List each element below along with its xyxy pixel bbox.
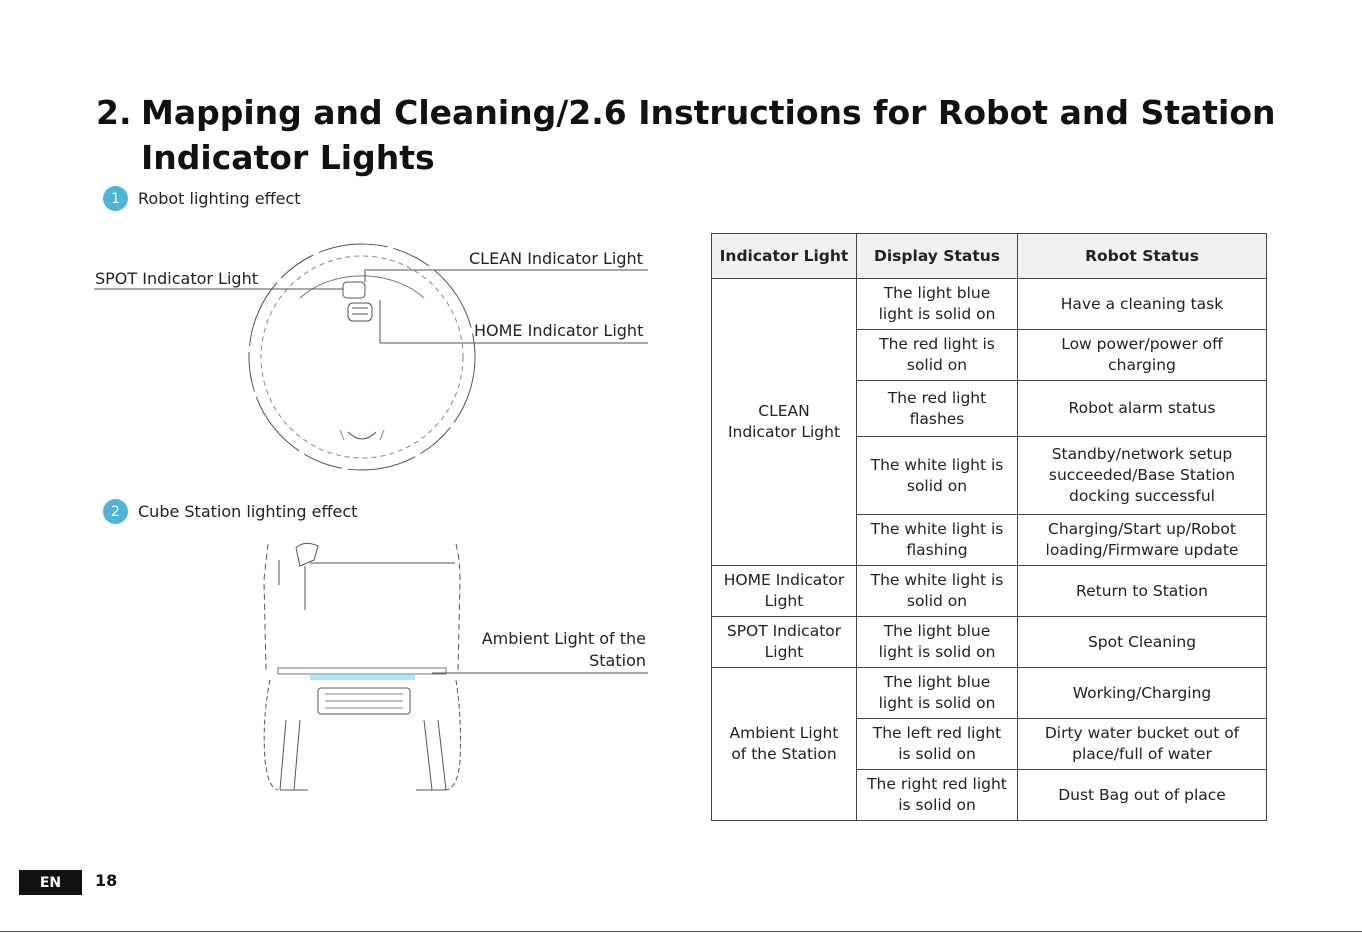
display-status-cell: The light blue light is solid on [856,278,1018,330]
display-status-cell: The light blue light is solid on [856,616,1018,668]
callout-ambient-light: Ambient Light of the Station [450,628,646,672]
callout-ambient-line-2: Station [589,651,646,670]
table-row: The left red light is solid on Dirty wat… [712,718,1267,770]
callout-spot-indicator: SPOT Indicator Light [95,269,258,288]
table-row: Ambient Light of the Station The light b… [711,667,1267,821]
display-status-cell: The white light is solid on [856,565,1018,617]
cube-station-icon [263,542,461,791]
station-leader-lines [310,562,648,674]
title-line-1: Mapping and Cleaning/2.6 Instructions fo… [141,93,1276,132]
robot-status-cell: Dirty water bucket out of place/full of … [1017,718,1267,770]
table-row: SPOT Indicator Light The light blue ligh… [711,616,1267,668]
robot-status-cell: Return to Station [1017,565,1267,617]
display-status-cell: The right red light is solid on [856,769,1018,821]
section-heading-robot: 1 Robot lighting effect [103,186,301,211]
callout-home-indicator: HOME Indicator Light [474,321,644,340]
header-display-status: Display Status [856,233,1018,279]
callout-clean-indicator: CLEAN Indicator Light [469,249,643,268]
robot-status-cell: Low power/power off charging [1017,329,1267,381]
display-status-cell: The light blue light is solid on [856,667,1018,719]
robot-status-cell: Standby/network setup succeeded/Base Sta… [1017,436,1267,515]
robot-leader-lines [94,269,648,344]
display-status-cell: The white light is solid on [856,436,1018,515]
robot-status-cell: Dust Bag out of place [1017,769,1267,821]
page-title: 2.Mapping and Cleaning/2.6 Instructions … [96,90,1276,180]
group-clean-indicator: CLEAN Indicator Light [711,278,857,566]
section-heading-station: 2 Cube Station lighting effect [103,499,357,524]
header-indicator-light: Indicator Light [711,233,857,279]
table-row: The white light is flashing Charging/Sta… [712,514,1267,566]
group-spot-indicator: SPOT Indicator Light [711,616,857,668]
robot-status-cell: Have a cleaning task [1017,278,1267,330]
display-status-cell: The red light flashes [856,380,1018,437]
callout-ambient-line-1: Ambient Light of the [481,629,646,648]
robot-top-view-icon [248,243,476,471]
robot-status-cell: Working/Charging [1017,667,1267,719]
page-number: 18 [95,871,118,890]
display-status-cell: The white light is flashing [856,514,1018,566]
section-number: 2. [96,93,132,132]
table-row: The red light flashes Robot alarm status [712,380,1267,437]
language-badge: EN [19,870,82,895]
step-badge-1: 1 [103,186,128,211]
display-status-cell: The red light is solid on [856,329,1018,381]
bottom-divider [0,931,1362,932]
indicator-table: Indicator Light Display Status Robot Sta… [711,233,1267,821]
group-ambient-light: Ambient Light of the Station [711,667,857,821]
robot-status-cell: Charging/Start up/Robot loading/Firmware… [1017,514,1267,566]
header-robot-status: Robot Status [1017,233,1267,279]
table-row: HOME Indicator Light The white light is … [711,565,1267,617]
section-label-station: Cube Station lighting effect [138,502,358,521]
title-line-2: Indicator Lights [141,138,435,177]
step-badge-2: 2 [103,499,128,524]
section-label-robot: Robot lighting effect [138,189,301,208]
robot-status-cell: Spot Cleaning [1017,616,1267,668]
table-header-row: Indicator Light Display Status Robot Sta… [711,233,1267,279]
robot-status-cell: Robot alarm status [1017,380,1267,437]
display-status-cell: The left red light is solid on [856,718,1018,770]
table-row: The white light is solid on Standby/netw… [712,436,1267,515]
group-home-indicator: HOME Indicator Light [711,565,857,617]
table-row: The right red light is solid on Dust Bag… [712,769,1267,821]
table-row: CLEAN Indicator Light The light blue lig… [711,278,1267,566]
